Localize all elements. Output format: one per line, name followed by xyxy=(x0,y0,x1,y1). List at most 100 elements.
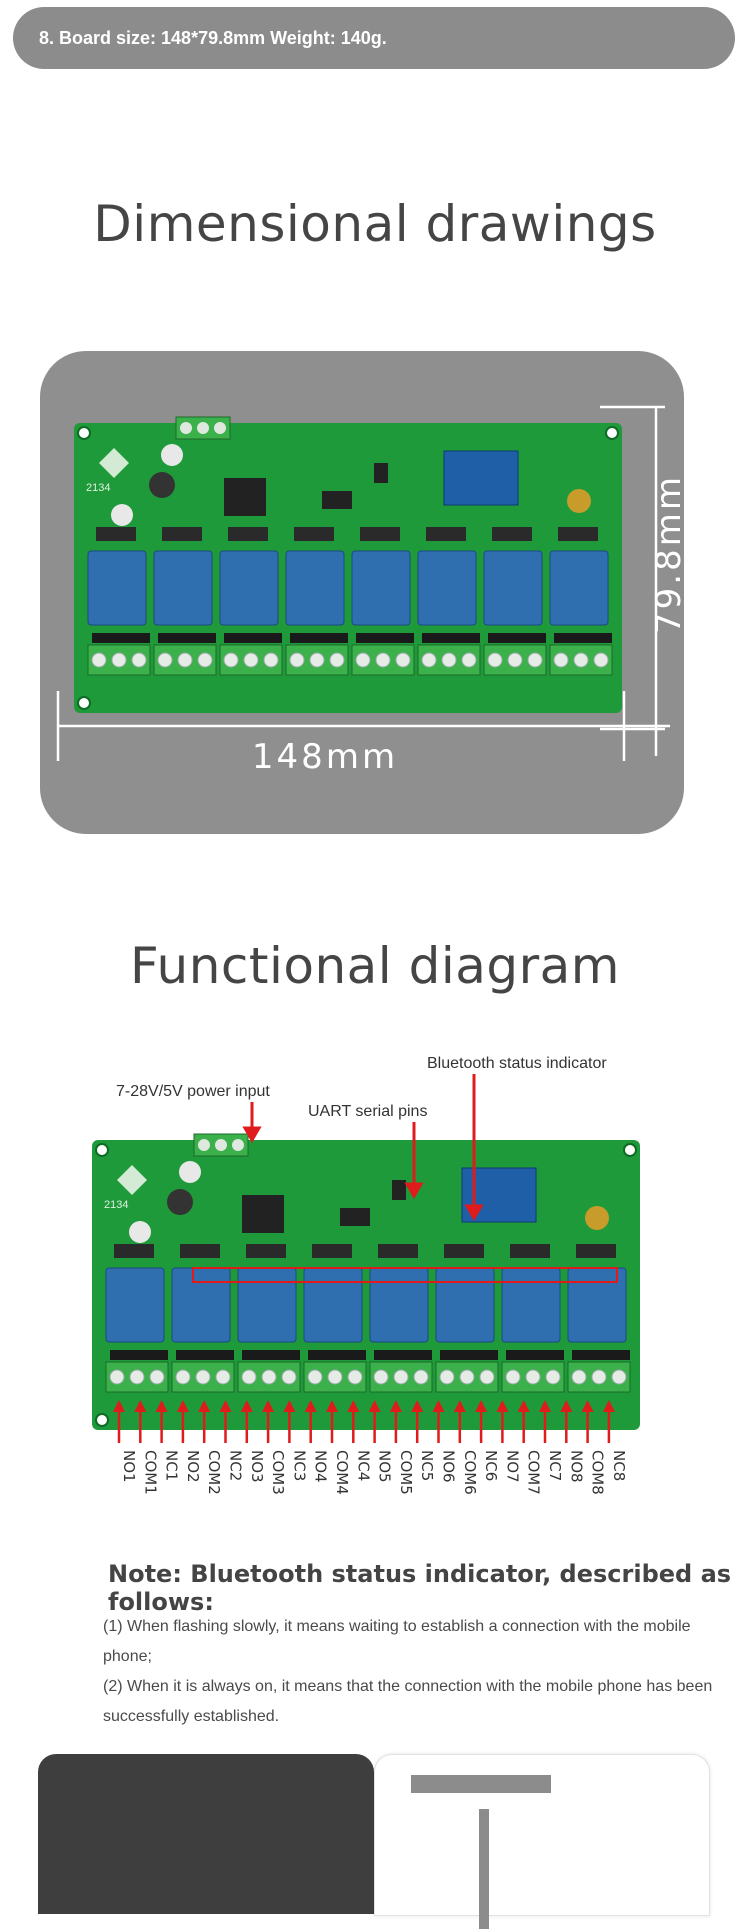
pin-arrowhead xyxy=(198,1400,211,1412)
relay xyxy=(105,1267,165,1343)
pin-label-no7: NO7 xyxy=(503,1450,521,1483)
screw xyxy=(307,1369,323,1385)
mount-hole xyxy=(77,696,91,710)
pin-label-no8: NO8 xyxy=(567,1450,585,1483)
driver-transistor xyxy=(360,527,400,541)
screw xyxy=(197,652,213,668)
relay xyxy=(171,1267,231,1343)
logo xyxy=(99,448,129,478)
relay xyxy=(87,550,147,626)
pin-arrowhead xyxy=(602,1400,615,1412)
relay xyxy=(417,550,477,626)
terminal-label-strip xyxy=(356,633,414,643)
relay xyxy=(153,550,213,626)
driver-transistor xyxy=(444,1244,484,1258)
screw xyxy=(459,1369,475,1385)
pin-label-com8: COM8 xyxy=(589,1450,607,1495)
board-spec-bar: 8. Board size: 148*79.8mm Weight: 140g. xyxy=(13,7,735,69)
ic-chip xyxy=(340,1208,370,1226)
regulator xyxy=(224,478,266,516)
driver-transistor xyxy=(162,527,202,541)
screw xyxy=(375,652,391,668)
driver-transistor xyxy=(558,527,598,541)
bt-callout: Bluetooth status indicator xyxy=(427,1055,607,1072)
terminal-label-strip xyxy=(290,633,348,643)
pin-label-nc3: NC3 xyxy=(290,1450,308,1481)
screw xyxy=(571,1369,587,1385)
mount-hole xyxy=(605,426,619,440)
silk-text: 2134 xyxy=(104,1199,128,1211)
screw xyxy=(195,1369,211,1385)
driver-transistor xyxy=(96,527,136,541)
pin-arrows xyxy=(113,1400,615,1443)
mount-hole xyxy=(95,1143,109,1157)
screw xyxy=(281,1369,297,1385)
screw xyxy=(149,1369,165,1385)
screw xyxy=(479,1369,495,1385)
pin-label-com2: COM2 xyxy=(205,1450,223,1495)
pin-arrowhead xyxy=(240,1400,253,1412)
screw xyxy=(347,1369,363,1385)
feature-card-light xyxy=(374,1754,710,1929)
screw xyxy=(527,652,543,668)
pin-label-nc4: NC4 xyxy=(354,1450,372,1481)
pin-label-no6: NO6 xyxy=(440,1450,458,1483)
screw xyxy=(505,1369,521,1385)
terminal-label-strip xyxy=(422,633,480,643)
driver-transistor xyxy=(492,527,532,541)
pin-arrowhead xyxy=(155,1400,168,1412)
screw xyxy=(421,652,437,668)
mount-hole xyxy=(77,426,91,440)
height-label: 79.8mm xyxy=(649,474,684,634)
screw xyxy=(355,652,371,668)
screw xyxy=(593,652,609,668)
pin-label-nc1: NC1 xyxy=(163,1450,181,1481)
pin-label-nc7: NC7 xyxy=(546,1450,564,1481)
relay xyxy=(501,1267,561,1343)
pin-label-com4: COM4 xyxy=(333,1450,351,1495)
pin-arrowhead xyxy=(368,1400,381,1412)
pin-arrowhead xyxy=(560,1400,573,1412)
screw xyxy=(507,652,523,668)
screw xyxy=(197,422,209,434)
relay xyxy=(435,1267,495,1343)
pin-arrowhead xyxy=(262,1400,275,1412)
silk-text: 2134 xyxy=(86,482,110,494)
uart-callout: UART serial pins xyxy=(308,1103,427,1120)
relay xyxy=(369,1267,429,1343)
screw xyxy=(223,652,239,668)
screw xyxy=(261,1369,277,1385)
terminal-label-strip xyxy=(488,633,546,643)
screw xyxy=(129,1369,145,1385)
pin-label-com7: COM7 xyxy=(525,1450,543,1495)
terminal-label-strip xyxy=(554,633,612,643)
screw xyxy=(177,652,193,668)
terminal-label-strip xyxy=(374,1350,432,1360)
electrolytic-cap xyxy=(585,1206,609,1230)
power-callout: 7-28V/5V power input xyxy=(116,1083,270,1100)
screw xyxy=(157,652,173,668)
pin-arrowhead xyxy=(347,1400,360,1412)
pin-label-no4: NO4 xyxy=(312,1450,330,1483)
relay xyxy=(285,550,345,626)
pcb-board-functional: 2134 xyxy=(92,1133,640,1430)
mount-hole xyxy=(623,1143,637,1157)
driver-transistor xyxy=(312,1244,352,1258)
callout-arrows xyxy=(242,1074,484,1221)
led-highlight-box xyxy=(192,1267,618,1283)
screw xyxy=(413,1369,429,1385)
pin-arrowhead xyxy=(176,1400,189,1412)
relay xyxy=(303,1267,363,1343)
screw xyxy=(232,1139,244,1151)
screw xyxy=(441,652,457,668)
jumper xyxy=(374,463,388,483)
ic-chip xyxy=(322,491,352,509)
screw xyxy=(395,652,411,668)
driver-transistor xyxy=(378,1244,418,1258)
section-title-functional: Functional diagram xyxy=(129,937,620,995)
screw xyxy=(327,1369,343,1385)
pin-arrowhead xyxy=(539,1400,551,1412)
relay xyxy=(219,550,279,626)
pin-arrowhead xyxy=(283,1400,296,1412)
screw xyxy=(461,652,477,668)
